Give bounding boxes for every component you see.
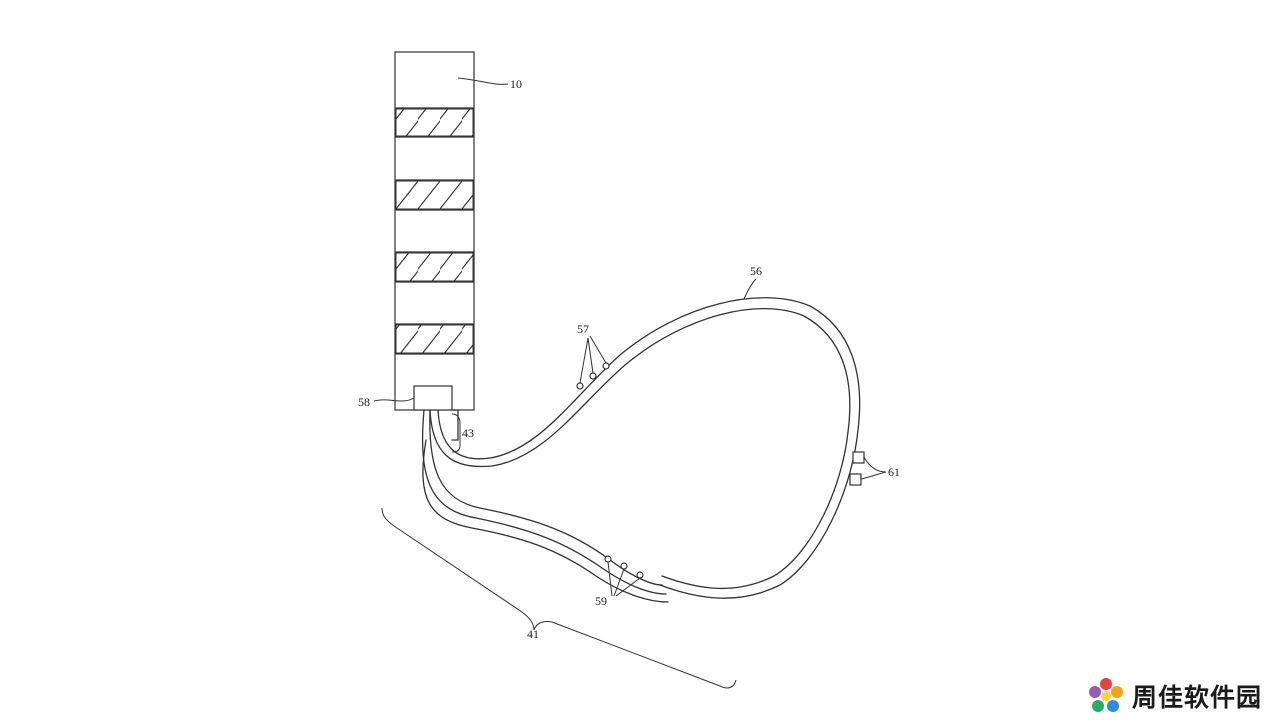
ref-label-58: 58 [358, 395, 370, 409]
leader-lines [373, 77, 887, 689]
hatched-band-2 [395, 180, 474, 210]
ref-label-41: 41 [527, 627, 539, 641]
electrodes-59 [604, 555, 644, 579]
watermark: 周佳软件园 [1086, 674, 1262, 718]
hatched-band-4 [395, 324, 474, 354]
hatched-bands [395, 108, 474, 354]
ref-label-56: 56 [750, 264, 762, 278]
ref-label-43: 43 [462, 426, 474, 440]
ref-label-59: 59 [595, 594, 607, 608]
ref-label-61: 61 [888, 465, 900, 479]
cable-loop [421, 297, 861, 603]
hatched-band-3 [395, 252, 474, 282]
ref-label-10: 10 [510, 77, 522, 91]
ref-label-57: 57 [577, 322, 589, 336]
module-58 [413, 385, 453, 411]
hatched-band-1 [395, 108, 474, 137]
watermark-text: 周佳软件园 [1132, 683, 1263, 712]
electrodes-57 [576, 362, 610, 390]
device-body [394, 51, 475, 411]
flower-logo-icon [1089, 678, 1123, 712]
sensors-61 [849, 451, 865, 486]
